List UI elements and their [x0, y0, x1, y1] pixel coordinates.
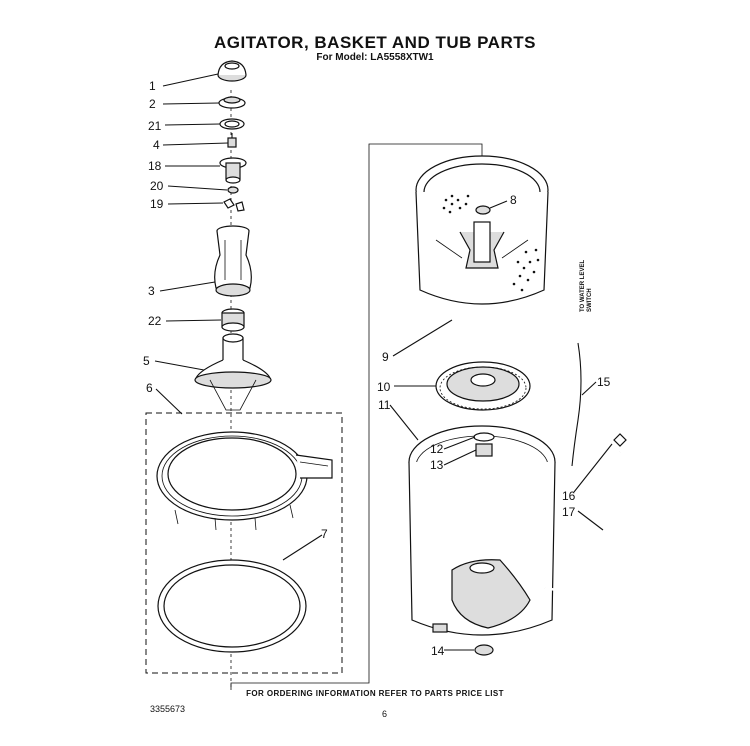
part-21-seal [219, 118, 245, 130]
callout-20: 20 [150, 179, 164, 193]
callout-2: 2 [149, 97, 156, 111]
callout-12: 12 [430, 442, 444, 456]
callout-8: 8 [510, 193, 517, 207]
callout-15: 15 [597, 375, 611, 389]
callout-21: 21 [148, 119, 162, 133]
connector-line [230, 143, 483, 690]
document-number: 3355673 [150, 704, 186, 714]
callout-17: 17 [562, 505, 576, 519]
callout-3: 3 [148, 284, 155, 298]
part-3-agitator-barrel [214, 225, 252, 297]
part-19-clip [223, 198, 245, 212]
callout-11: 11 [378, 398, 391, 412]
callout-9: 9 [382, 350, 389, 364]
water-level-switch-label: TO WATER LEVEL SWITCH [580, 259, 593, 312]
callout-5: 5 [143, 354, 150, 368]
basket-perforations [442, 194, 540, 292]
part-16-clamp [613, 433, 627, 447]
callout-7: 7 [321, 527, 328, 541]
assembly-6-box [145, 412, 343, 674]
part-7-tub-gasket [157, 559, 307, 653]
part-2-ring [218, 96, 246, 109]
part-6-tub-ring [156, 431, 333, 531]
callout-6: 6 [146, 381, 153, 395]
callout-18: 18 [148, 159, 162, 173]
callout-10: 10 [377, 380, 391, 394]
callout-22: 22 [148, 314, 162, 328]
part-1-agitator-cap [217, 60, 247, 82]
part-22-coupling [221, 308, 245, 332]
part-15-pressure-hose [571, 342, 582, 467]
callout-14: 14 [431, 644, 445, 658]
part-18-agitator-dogs [219, 157, 247, 184]
part-9-basket [415, 155, 549, 305]
callout-16: 16 [562, 489, 576, 503]
part-10-drive-disc [435, 361, 531, 411]
part-4-bolt [227, 133, 237, 148]
callout-19: 19 [150, 197, 164, 211]
callout-4: 4 [153, 138, 160, 152]
part-20-nut [227, 186, 239, 194]
page-title: AGITATOR, BASKET AND TUB PARTS [214, 33, 536, 52]
part-11-outer-tub [408, 425, 556, 636]
part-14-nut [474, 644, 494, 656]
callout-1: 1 [149, 79, 156, 93]
model-subtitle: For Model: LA5558XTW1 [316, 52, 434, 63]
ordering-info-note: FOR ORDERING INFORMATION REFER TO PARTS … [246, 689, 504, 698]
part-5-agitator-base [194, 333, 272, 411]
part-13-seal [475, 443, 493, 457]
part-12-bearing [473, 432, 495, 442]
part-17-drain-hose [544, 451, 622, 596]
callout-13: 13 [430, 458, 444, 472]
part-8-basket-nut [475, 205, 491, 215]
page-number: 6 [382, 709, 388, 719]
